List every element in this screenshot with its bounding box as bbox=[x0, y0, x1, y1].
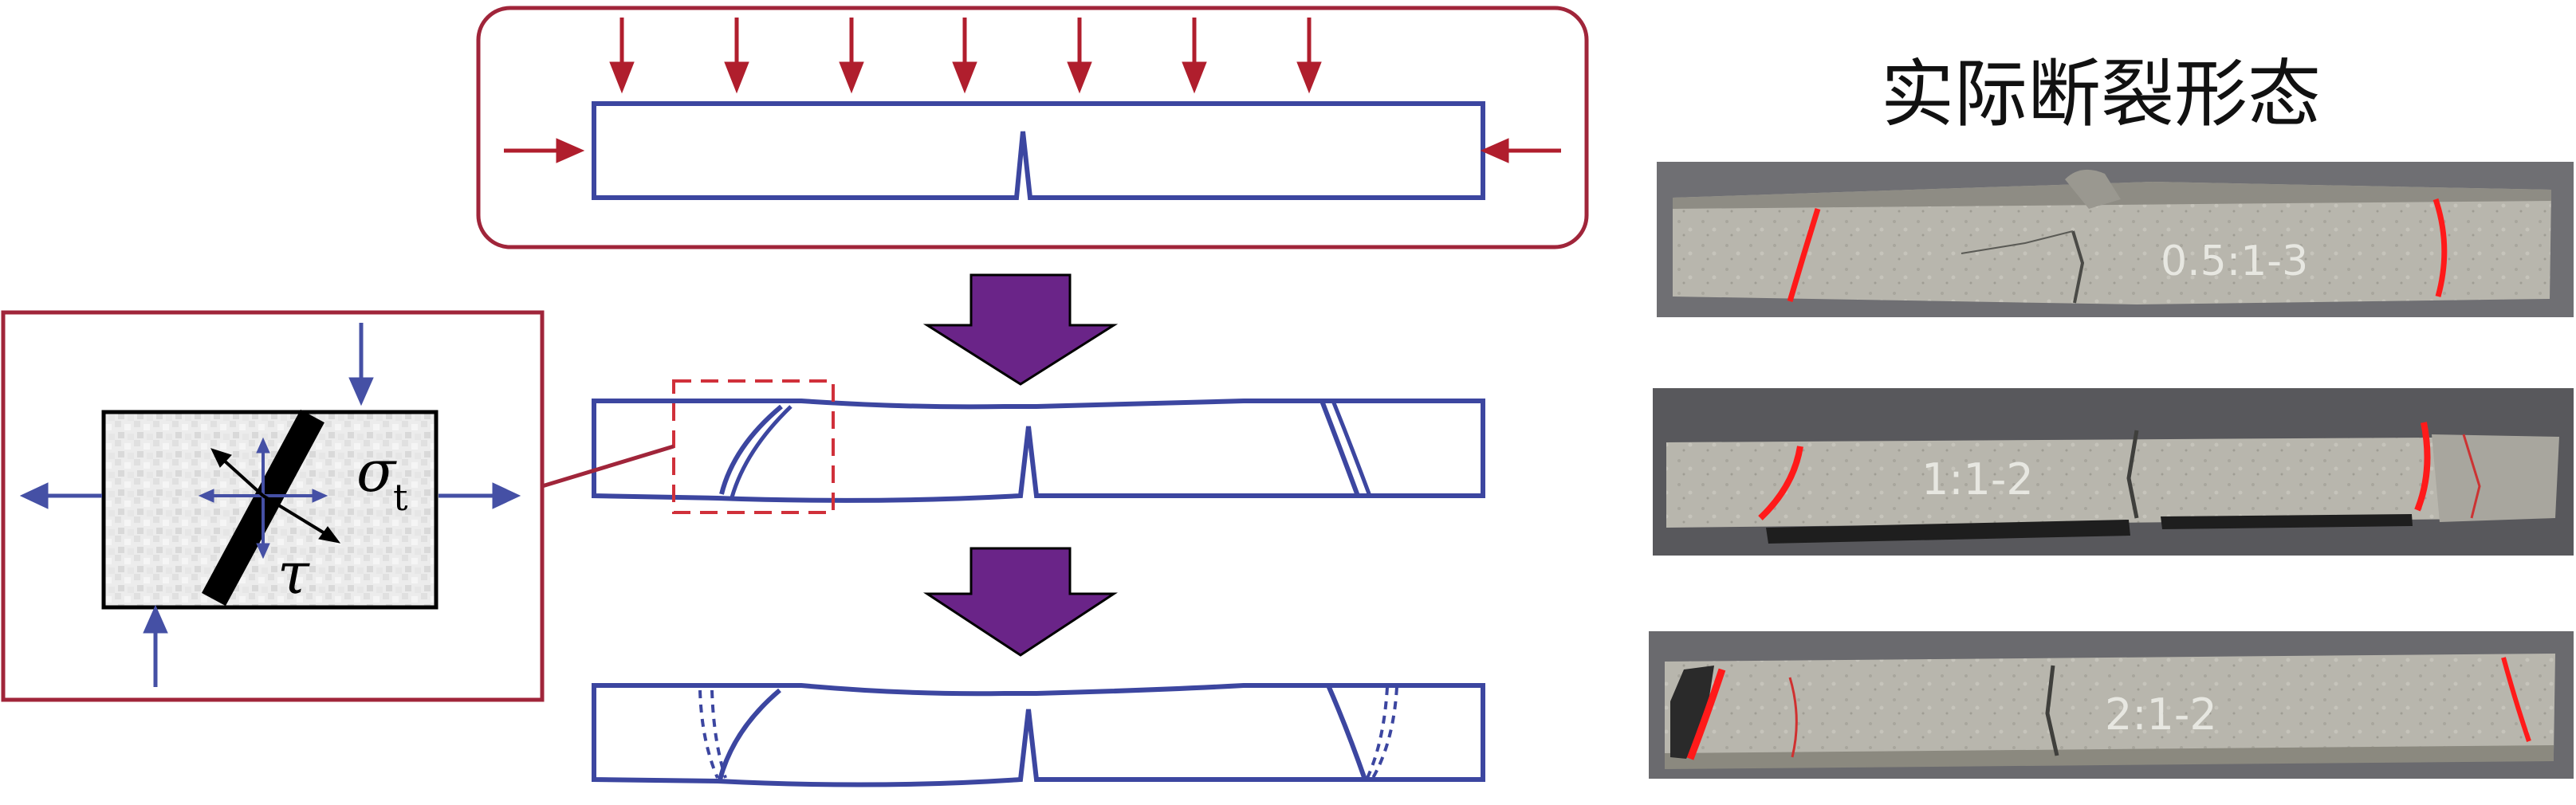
load-arrow-head-5 bbox=[1067, 61, 1092, 94]
process-arrow-1 bbox=[922, 273, 1119, 386]
load-arrow-head-1 bbox=[609, 61, 635, 94]
red-crack-marker-right bbox=[2501, 657, 2531, 742]
principal-stress-arrows bbox=[210, 448, 341, 544]
load-arrow-head-6 bbox=[1182, 61, 1207, 94]
red-crack-marker-right bbox=[2432, 198, 2448, 297]
lateral-load-arrows bbox=[504, 138, 1561, 163]
stress-element-panel: σ t τ bbox=[1, 310, 545, 702]
tau-label: τ bbox=[277, 540, 310, 607]
loading-schematic bbox=[476, 6, 1589, 249]
sigma-label: σ bbox=[356, 438, 397, 505]
crack-propagation-dashed bbox=[698, 686, 1398, 779]
red-crack-marker-left bbox=[1758, 446, 1803, 520]
load-arrow-head-3 bbox=[839, 61, 864, 94]
beam-stage-2 bbox=[592, 399, 1485, 503]
fracture-photo-1: 0.5:1-3 bbox=[1657, 162, 2574, 317]
load-arrow-head-2 bbox=[724, 61, 749, 94]
process-arrow-2 bbox=[922, 547, 1119, 657]
zoom-connector bbox=[541, 444, 674, 489]
loading-frame bbox=[476, 6, 1589, 249]
photos-title: 实际断裂形态 bbox=[1881, 52, 2321, 137]
vertical-load-arrows bbox=[609, 18, 1322, 94]
load-arrow-head-7 bbox=[1296, 61, 1322, 94]
fracture-photo-3: 2:1-2 bbox=[1649, 631, 2574, 779]
load-arrow-head-4 bbox=[952, 61, 977, 94]
red-crack-marker-left bbox=[1686, 668, 1726, 760]
loaded-beam bbox=[592, 101, 1485, 200]
sigma-subscript: t bbox=[393, 476, 408, 519]
photo-3-label: 2:1-2 bbox=[2105, 689, 2217, 740]
external-stress-arrows bbox=[19, 323, 521, 687]
red-crack-marker-left bbox=[1787, 207, 1821, 302]
beam-stage-3 bbox=[592, 683, 1485, 787]
fracture-photo-2: 1:1-2 bbox=[1653, 388, 2574, 556]
photo-1-label: 0.5:1-3 bbox=[2161, 238, 2308, 285]
photo-2-label: 1:1-2 bbox=[1921, 454, 2034, 505]
red-crack-marker-right bbox=[2414, 422, 2431, 512]
